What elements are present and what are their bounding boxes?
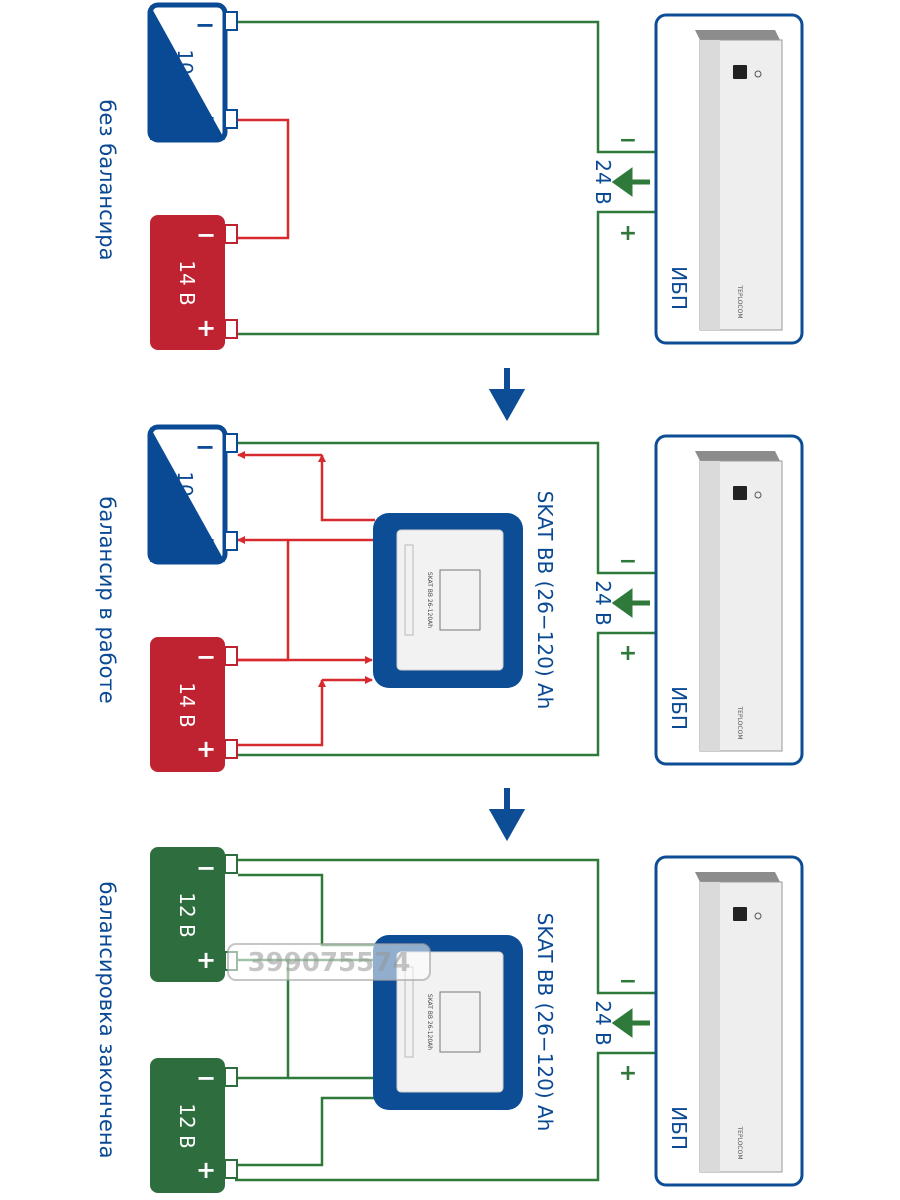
balancer-wires — [238, 873, 375, 1167]
balancer-label: SKAT BB (26−120) Ah — [533, 913, 557, 1132]
ups-minus: − — [619, 549, 637, 574]
ups-unit: ИБП TEPLOCOM — [654, 13, 804, 345]
ups-brand: TEPLOCOM — [736, 705, 743, 739]
battery-bottom: − + 14 В — [150, 637, 238, 772]
balancer-device-text: SKAT BB 26-120Ah — [426, 572, 433, 628]
ups-label: ИБП — [667, 266, 691, 310]
battery-bottom-minus: − — [196, 643, 216, 671]
ups-voltage: 24 В — [591, 159, 615, 205]
battery-bottom-plus: + — [196, 314, 216, 342]
battery-top-plus: + — [196, 526, 216, 554]
panel-caption: балансир в работе — [95, 496, 119, 703]
battery-top: − + 12 В — [150, 847, 238, 982]
ups-plus: + — [619, 641, 637, 666]
battery-top: − + 10 В — [147, 424, 238, 565]
battery-top: − + 10 В — [147, 2, 238, 143]
battery-top-voltage: 10 В — [173, 49, 197, 95]
ups-plus: + — [619, 1061, 637, 1086]
balancer-wires — [237, 451, 375, 747]
ups-minus: − — [619, 128, 637, 153]
panel-caption: без балансира — [95, 100, 119, 261]
ups-voltage: 24 В — [591, 580, 615, 626]
battery-top-plus: + — [196, 104, 216, 132]
wire-top-minus-to-ups — [235, 20, 655, 154]
watermark-text: 399075574 — [248, 948, 411, 978]
down-arrow-icon — [488, 368, 526, 422]
battery-top-voltage: 12 В — [175, 892, 199, 938]
balancer-label: SKAT BB (26−120) Ah — [533, 491, 557, 710]
battery-bottom-plus: + — [196, 735, 216, 763]
panel-no-balancer: − + 10 В − + 14 В без балансира − + 24 В — [95, 2, 804, 350]
battery-top-minus: − — [195, 11, 215, 39]
wire-bottom-plus-to-ups — [235, 631, 655, 757]
ups-plus: + — [619, 221, 637, 246]
down-arrow-icon — [488, 788, 526, 842]
ups-brand: TEPLOCOM — [736, 1125, 743, 1159]
balancer-device: SKAT BB 26-120Ah — [373, 513, 523, 688]
charge-arrow-icon — [611, 1008, 650, 1038]
charge-arrow-icon — [611, 167, 650, 197]
battery-bottom-voltage: 14 В — [175, 260, 199, 306]
battery-top-minus: − — [195, 433, 215, 461]
panel-caption: балансировка закончена — [95, 881, 119, 1158]
watermark: 399075574 — [227, 943, 431, 981]
wire-top-minus-to-ups — [235, 441, 655, 575]
wire-bottom-plus-to-ups — [235, 210, 655, 336]
battery-bottom-plus: + — [196, 1156, 216, 1184]
wire-bottom-plus-to-ups — [235, 1051, 655, 1182]
panel-balancer-working: − + 10 В − + 14 В балансир в работе SKAT… — [95, 424, 804, 772]
charge-arrow-icon — [611, 588, 650, 618]
panel-balancing-finished: − + 12 В − + 12 В балансировка закончена… — [95, 847, 804, 1193]
ups-unit: ИБП TEPLOCOM — [654, 855, 804, 1187]
ups-voltage: 24 В — [591, 1000, 615, 1046]
balancer-device-text: SKAT BB 26-120Ah — [426, 994, 433, 1050]
balancer-device: SKAT BB 26-120Ah — [373, 935, 523, 1110]
battery-bottom-minus: − — [196, 1064, 216, 1092]
battery-bottom-minus: − — [196, 221, 216, 249]
battery-top-plus: + — [196, 946, 216, 974]
ups-label: ИБП — [667, 1106, 691, 1150]
ups-unit: ИБП TEPLOCOM — [654, 434, 804, 766]
ups-brand: TEPLOCOM — [736, 284, 743, 318]
battery-bottom-voltage: 12 В — [175, 1103, 199, 1149]
wire-top-minus-to-ups — [235, 858, 655, 995]
battery-bottom-voltage: 14 В — [175, 682, 199, 728]
battery-top-minus: − — [196, 854, 216, 882]
battery-bottom: − + 12 В — [150, 1058, 238, 1193]
ups-label: ИБП — [667, 686, 691, 730]
battery-bottom: − + 14 В — [150, 215, 238, 350]
battery-top-voltage: 10 В — [173, 471, 197, 517]
ups-minus: − — [619, 969, 637, 994]
wire-series-link — [235, 118, 290, 240]
